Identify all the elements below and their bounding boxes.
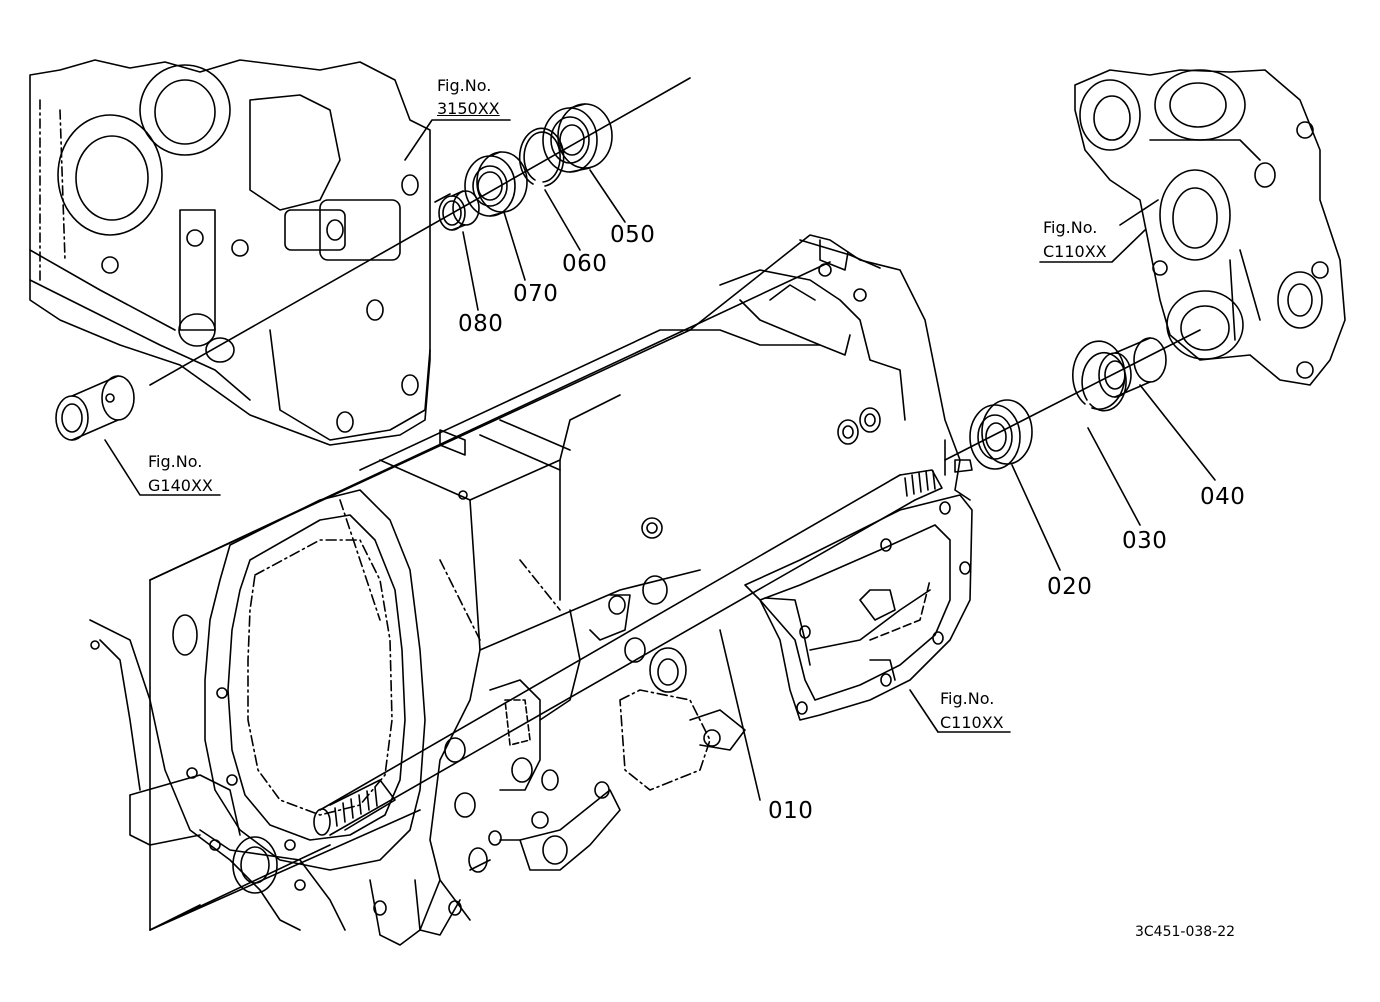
main-case <box>89 234 971 946</box>
part-label-070: 070 <box>513 281 559 307</box>
fig-ref-c110xx-lower-code: C110XX <box>940 713 1004 732</box>
upper-shaft-axis <box>149 77 691 386</box>
part-label-010: 010 <box>768 798 814 824</box>
part-label-020: 020 <box>1047 574 1093 600</box>
drawing-reference-number: 3C451-038-22 <box>1135 924 1236 940</box>
right-leaders <box>944 329 1216 571</box>
fig-ref-3150xx-title: Fig.No. <box>437 76 492 95</box>
part-010-shaft <box>149 469 943 931</box>
part-030-snap-ring <box>1072 340 1127 412</box>
part-label-040: 040 <box>1200 484 1246 510</box>
part-label-080: 080 <box>458 311 504 337</box>
part-label-030: 030 <box>1122 528 1168 554</box>
fig-ref-leaders <box>909 229 1146 733</box>
g140xx-sleeve <box>55 375 221 496</box>
part-080-bushing <box>438 190 480 231</box>
part-050-bearing <box>542 103 613 173</box>
part-020-bearing <box>969 399 1033 470</box>
fig-ref-c110xx-lower-title: Fig.No. <box>940 689 995 708</box>
rear-side-cover <box>744 439 973 721</box>
upper-left-housing <box>29 59 431 446</box>
upper-right-housing <box>1074 69 1346 386</box>
upper-leaders <box>404 119 626 311</box>
fig-ref-g140xx-code: G140XX <box>148 476 213 495</box>
fig-ref-3150xx-code: 3150XX <box>437 99 500 118</box>
fig-ref-c110xx-upper-code: C110XX <box>1043 242 1107 261</box>
fig-ref-g140xx-title: Fig.No. <box>148 452 203 471</box>
part-label-060: 060 <box>562 251 608 277</box>
part-label-050: 050 <box>610 222 656 248</box>
part-040-bushing <box>1098 337 1167 398</box>
part-070-bearing <box>464 151 528 217</box>
part-010-leader <box>719 629 761 801</box>
fig-ref-c110xx-upper-title: Fig.No. <box>1043 218 1098 237</box>
